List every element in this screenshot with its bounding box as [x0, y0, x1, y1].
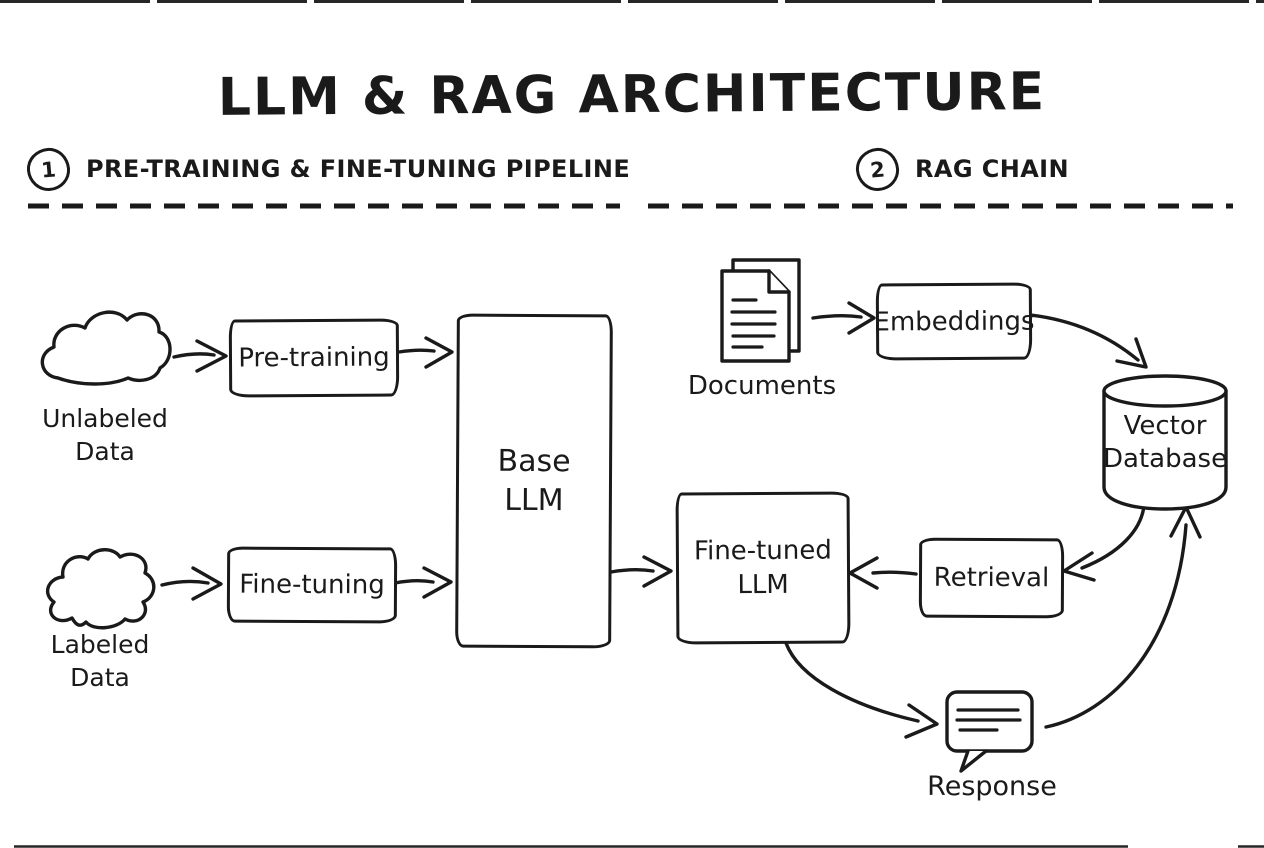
arrow-unlabeled-to-pretraining: [172, 339, 228, 373]
arrow-labeled-to-finetuning: [160, 566, 223, 601]
retrieval-label: Retrieval: [933, 562, 1050, 594]
section-2-title: RAG CHAIN: [915, 155, 1069, 183]
page-title: LLM & RAG ARCHITECTURE: [217, 61, 1047, 128]
response-label: Response: [927, 771, 1057, 802]
vector-database-line1: Vector: [1123, 411, 1207, 441]
arrow-basellm-to-finetunedllm: [609, 555, 673, 588]
arrow-embeddings-to-vectordb: [1029, 313, 1148, 369]
section-1-number-badge: 1: [25, 145, 72, 193]
arrow-finetuning-to-basellm: [393, 566, 453, 599]
fine-tuned-llm-label-line1: Fine-tuned: [693, 535, 832, 567]
arrow-pretraining-to-basellm: [397, 336, 454, 369]
unlabeled-data-line1: Unlabeled: [42, 404, 168, 433]
labeled-data-label: Labeled Data: [20, 628, 180, 694]
embeddings-box: Embeddings: [873, 282, 1035, 361]
unlabeled-data-label: Unlabeled Data: [25, 402, 185, 468]
retrieval-box: Retrieval: [918, 537, 1065, 619]
base-llm-box: Base LLM: [455, 313, 613, 649]
embeddings-label: Embeddings: [873, 306, 1035, 337]
fine-tuned-llm-label-line2: LLM: [737, 569, 789, 601]
documents-icon: [720, 258, 801, 363]
arrow-documents-to-embeddings: [811, 301, 876, 335]
base-llm-label-line2: LLM: [504, 482, 564, 519]
fine-tuning-label: Fine-tuning: [239, 569, 385, 601]
pre-training-box: Pre-training: [228, 318, 400, 398]
base-llm-label-line1: Base: [497, 443, 571, 480]
pre-training-label: Pre-training: [238, 342, 390, 374]
labeled-data-line1: Labeled: [50, 630, 150, 659]
section-heading-pipeline: 1 PRE-TRAINING & FINE-TUNING PIPELINE: [25, 145, 631, 193]
arrow-response-to-vectordb: [1044, 505, 1202, 729]
arrow-retrieval-to-finetunedllm: [848, 556, 918, 590]
database-cylinder-icon: [1102, 374, 1228, 511]
arrow-vectordb-to-retrieval: [1062, 504, 1146, 582]
vector-database-line2: Database: [1103, 444, 1228, 474]
fine-tuning-box: Fine-tuning: [226, 546, 398, 624]
unlabeled-data-line2: Data: [75, 437, 135, 466]
arrow-finetunedllm-to-response: [784, 641, 939, 739]
section-2-number-badge: 2: [854, 145, 901, 193]
cloud-icon-unlabeled: [40, 310, 172, 386]
cloud-icon-labeled: [45, 548, 156, 630]
section-1-title: PRE-TRAINING & FINE-TUNING PIPELINE: [86, 155, 631, 183]
section-heading-rag-chain: 2 RAG CHAIN: [854, 145, 1069, 193]
vector-database-label: Vector Database: [1103, 410, 1227, 476]
documents-label: Documents: [687, 371, 837, 401]
fine-tuned-llm-box: Fine-tuned LLM: [675, 491, 851, 645]
labeled-data-line2: Data: [70, 663, 130, 692]
speech-bubble-icon: [945, 690, 1034, 773]
